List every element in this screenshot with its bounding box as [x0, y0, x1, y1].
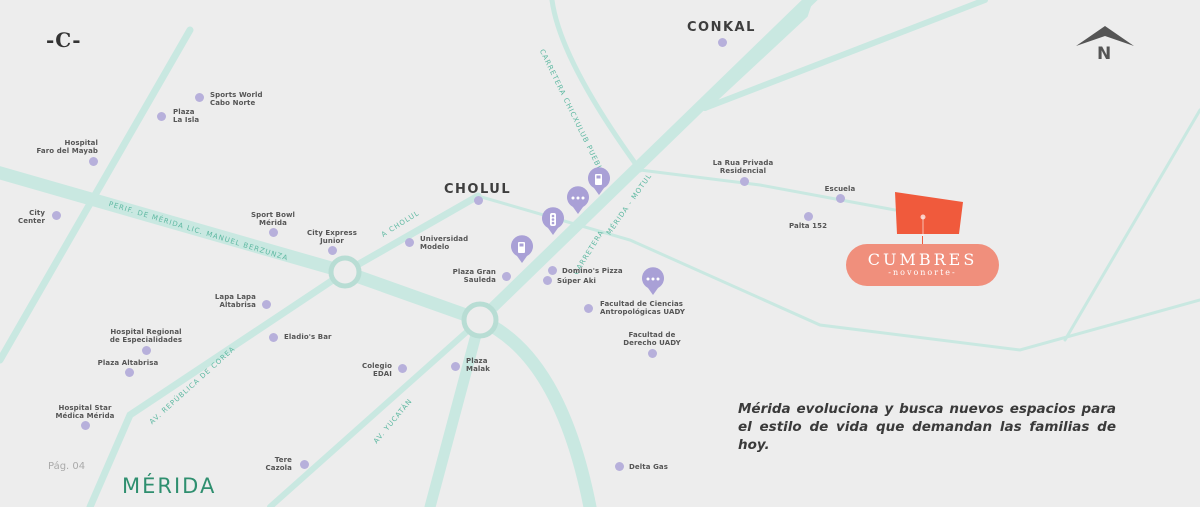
conkal-road — [702, 0, 988, 111]
poi-dot — [398, 364, 407, 373]
poi-dot — [615, 462, 624, 471]
chicxulub-road — [549, 0, 643, 173]
poi-dot-conkal — [718, 38, 727, 47]
republica-corea-road — [86, 192, 482, 507]
poi-dot-cholul — [474, 196, 483, 205]
poi-eladios-bar: Eladio's Bar — [284, 333, 332, 341]
poi-dot — [81, 421, 90, 430]
traffic-light-icon[interactable] — [538, 207, 568, 237]
north-arrow-icon — [1076, 26, 1134, 46]
speech-bubble-icon[interactable] — [563, 186, 593, 216]
city-name: MÉRIDA — [122, 474, 217, 498]
poi-dot — [548, 266, 557, 275]
cumbres-access-road — [638, 168, 897, 212]
poi-dot — [740, 177, 749, 186]
poi-hospital-regional: Hospital Regional de Especialidades — [109, 328, 183, 344]
poi-lapa-lapa: Lapa Lapa Altabrisa — [214, 293, 256, 309]
gas-pump-icon[interactable] — [584, 167, 614, 197]
poi-facultad-antropologicas: Facultad de Ciencias Antropológicas UADY — [600, 300, 686, 316]
poi-colegio-edai: Colegio EDAI — [361, 362, 392, 378]
poi-dot — [269, 228, 278, 237]
town-cholul: CHOLUL — [444, 182, 512, 197]
cholul-east-road — [476, 194, 1200, 352]
poi-delta-gas: Delta Gas — [629, 463, 669, 471]
development-name: CUMBRES — [867, 250, 978, 269]
development-lot[interactable] — [893, 190, 965, 236]
poi-dot — [142, 346, 151, 355]
poi-plaza-gran-sauleda: Plaza Gran Sauleda — [452, 268, 496, 284]
speech-bubble-icon[interactable] — [638, 267, 668, 297]
poi-dot — [125, 368, 134, 377]
west-road — [0, 26, 194, 364]
poi-dot — [89, 157, 98, 166]
poi-dot — [195, 93, 204, 102]
brand-logo: -C- — [46, 28, 82, 52]
poi-la-rua: La Rua Privada Residencial — [712, 159, 774, 175]
poi-facultad-derecho: Facultad de Derecho UADY — [623, 331, 681, 347]
conkal-link-road — [702, 0, 813, 111]
poi-dot — [804, 212, 813, 221]
development-subtitle: -novonorte- — [888, 268, 957, 277]
tagline-text: Mérida evoluciona y busca nuevos espacio… — [738, 401, 1116, 453]
poi-plaza-malak: Plaza Malak — [466, 357, 490, 373]
poi-city-express: City Express Junior — [307, 229, 357, 245]
poi-dot — [451, 362, 460, 371]
poi-hospital-star: Hospital Star Médica Mérida — [55, 404, 115, 420]
page-number: Pág. 04 — [48, 461, 86, 472]
gas-pump-icon[interactable] — [507, 235, 537, 265]
poi-sport-bowl: Sport Bowl Mérida — [250, 211, 296, 227]
development-badge[interactable]: CUMBRES -novonorte- — [846, 244, 999, 286]
poi-city-center: City Center — [17, 209, 45, 225]
poi-dominos: Domino's Pizza — [562, 267, 623, 275]
poi-dot — [648, 349, 657, 358]
poi-palta: Palta 152 — [788, 222, 828, 230]
poi-dot — [52, 211, 61, 220]
poi-dot — [157, 112, 166, 121]
poi-tere-cazola: Tere Cazola — [265, 456, 292, 472]
poi-hospital-faro: Hospital Faro del Mayab — [36, 139, 98, 155]
poi-dot — [262, 300, 271, 309]
yucatan-road — [267, 317, 483, 507]
lot-pointer-line — [922, 236, 923, 245]
east-road — [1063, 108, 1200, 342]
poi-dot — [502, 272, 511, 281]
poi-dot — [405, 238, 414, 247]
poi-plaza-la-isla: Plaza La Isla — [173, 108, 200, 124]
poi-dot — [269, 333, 278, 342]
poi-dot — [328, 246, 337, 255]
poi-sports-world: Sports World Cabo Norte — [210, 91, 263, 107]
poi-universidad-modelo: Universidad Modelo — [420, 235, 469, 251]
roundabout-motul — [461, 301, 499, 339]
town-conkal: CONKAL — [687, 20, 756, 35]
poi-super-aki: Súper Aki — [557, 277, 597, 285]
roundabout-cholul — [328, 255, 362, 289]
poi-escuela: Escuela — [824, 185, 856, 193]
poi-dot — [584, 304, 593, 313]
north-label: N — [1097, 44, 1112, 64]
poi-plaza-altabrisa: Plaza Altabrisa — [97, 359, 159, 367]
poi-dot — [300, 460, 309, 469]
poi-dot — [543, 276, 552, 285]
poi-dot — [836, 194, 845, 203]
